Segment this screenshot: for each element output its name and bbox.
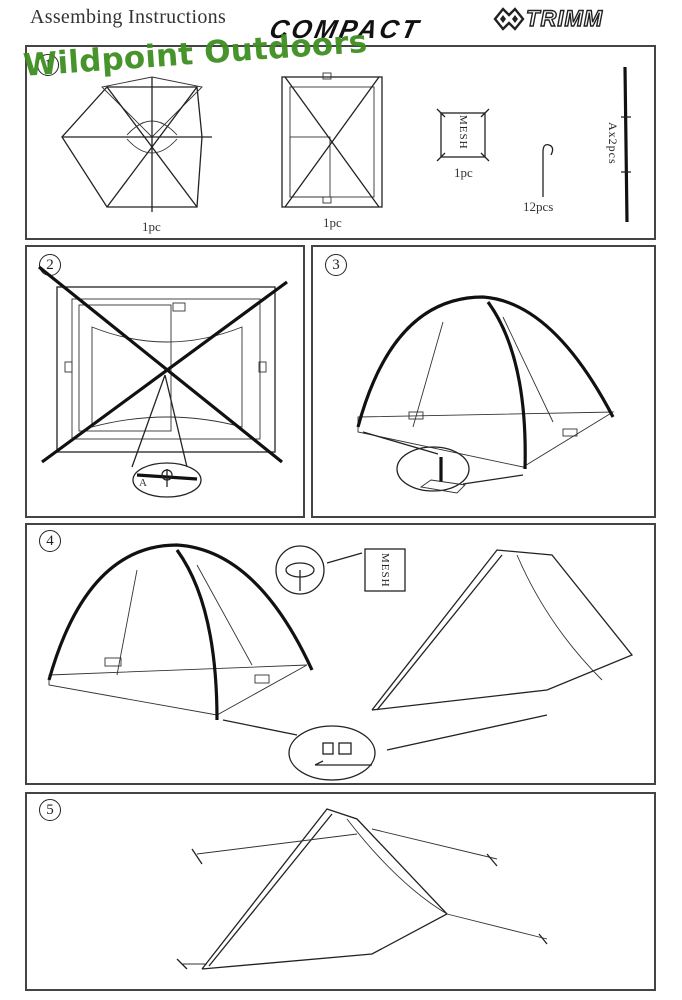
step-5-number: 5 [39,798,61,821]
flysheet-icon [281,72,383,208]
step-5-panel: 5 [25,792,656,991]
clip-icon [161,469,173,487]
step-4-panel: 4 MESH [25,523,656,785]
step-3-panel: 3 [311,245,656,518]
mesh-label: MESH [379,553,391,588]
logo-text: TRIMM [525,5,604,31]
pegs-qty: 12pcs [523,199,554,214]
poles-qty: Ax2pcs [606,122,620,165]
step-2-panel: 2 A [25,245,305,518]
callout-letter: A [139,477,147,489]
step-1-number: 1 [37,53,59,76]
mesh-bag-icon [436,108,490,162]
fly-qty: 1pc [323,215,342,230]
brand-logo: TRIMM [492,4,657,36]
step-3-number: 3 [325,253,347,276]
step-1-panel: 1 [25,45,656,240]
buckle-icon [275,545,325,595]
tent-body-icon [61,76,212,212]
mesh-qty: 1pc [454,165,473,180]
mesh-label: MESH [457,115,469,150]
document-title: Assembing Instructions [30,6,227,28]
trimm-logo-icon [493,7,525,31]
step-4-number: 4 [39,529,61,552]
peg-icon [542,144,554,197]
tent-qty: 1pc [142,219,161,234]
pole-icon [621,66,631,223]
